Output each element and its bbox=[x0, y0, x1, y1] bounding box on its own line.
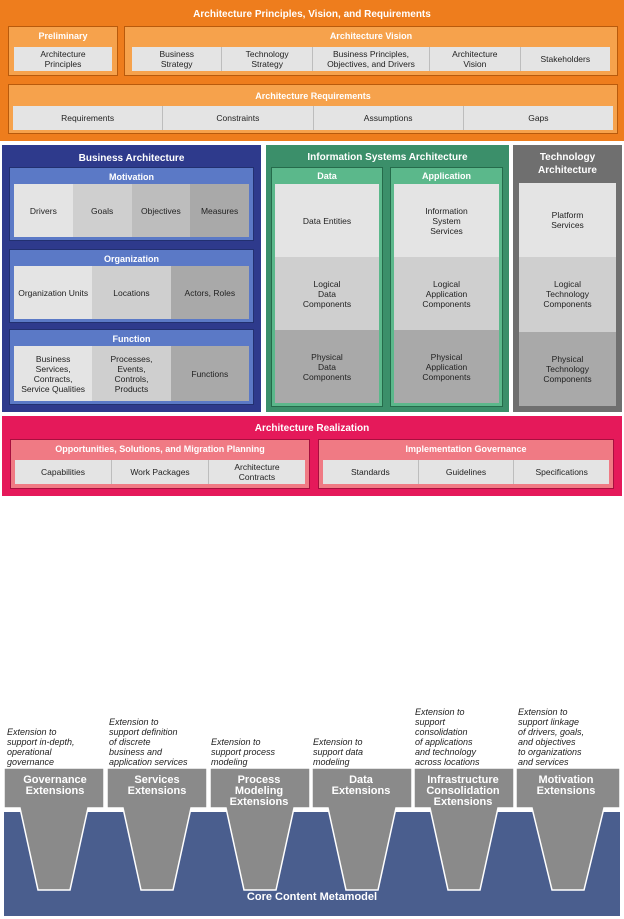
ext-desc-motivation: Extension to support linkage of drivers,… bbox=[518, 707, 585, 767]
logical-data-components: Logical Data Components bbox=[275, 257, 379, 330]
ext-plug-governance bbox=[3, 767, 105, 891]
ext-title-governance: Governance Extensions bbox=[23, 774, 87, 797]
processes-events: Processes, Events, Controls, Products bbox=[92, 346, 171, 401]
ext-title-infrastructure: Infrastructure Consolidation Extensions bbox=[426, 774, 500, 808]
planning-items: Capabilities Work Packages Architecture … bbox=[15, 460, 305, 484]
assumptions: Assumptions bbox=[312, 106, 463, 130]
technology-title: Technology Architecture bbox=[538, 152, 597, 176]
ext-plug-process bbox=[209, 767, 311, 891]
requirements: Requirements bbox=[61, 113, 115, 123]
extensions-diagram: Extension to support in-depth, operation… bbox=[0, 700, 624, 919]
architecture-realization: Architecture Realization Opportunities, … bbox=[2, 416, 622, 496]
governance-box: Implementation Governance Standards Guid… bbox=[318, 439, 614, 489]
technology-items: Platform Services Logical Technology Com… bbox=[519, 183, 616, 406]
function-title: Function bbox=[112, 334, 151, 344]
organization-items: Organization Units Locations Actors, Rol… bbox=[14, 266, 249, 319]
ext-title-process: Process Modeling Extensions bbox=[229, 774, 289, 808]
preliminary-box: Preliminary Architecture Principles bbox=[8, 26, 118, 76]
principles-title: Architecture Principles, Vision, and Req… bbox=[193, 9, 431, 20]
requirements-items: Requirements Constraints Assumptions Gap… bbox=[13, 106, 613, 130]
architecture-principles: Architecture Principles bbox=[14, 47, 112, 71]
ext-plug-motivation bbox=[515, 767, 621, 891]
planning-title: Opportunities, Solutions, and Migration … bbox=[55, 444, 265, 454]
capabilities: Capabilities bbox=[41, 467, 85, 477]
platform-services: Platform Services bbox=[519, 183, 616, 258]
business-strategy: Business Strategy bbox=[159, 49, 194, 69]
data-box: Data Data Entities Logical Data Componen… bbox=[271, 167, 383, 407]
business-services: Business Services, Contracts, Service Qu… bbox=[14, 346, 93, 401]
vision-items: Business Strategy Technology Strategy Bu… bbox=[132, 47, 610, 71]
governance-items: Standards Guidelines Specifications bbox=[323, 460, 609, 484]
data-entities: Data Entities bbox=[275, 184, 379, 257]
planning-box: Opportunities, Solutions, and Migration … bbox=[10, 439, 310, 489]
extensions-graphic bbox=[3, 767, 621, 916]
business-principles: Business Principles, Objectives, and Dri… bbox=[311, 47, 429, 71]
data-items: Data Entities Logical Data Components Ph… bbox=[275, 184, 379, 403]
ext-desc-governance: Extension to support in-depth, operation… bbox=[7, 727, 75, 767]
physical-application-components: Physical Application Components bbox=[394, 330, 499, 403]
guidelines: Guidelines bbox=[417, 460, 514, 484]
actors-roles: Actors, Roles bbox=[170, 266, 249, 319]
function-items: Business Services, Contracts, Service Qu… bbox=[14, 346, 249, 401]
ext-desc-data: Extension to support data modeling bbox=[313, 737, 364, 767]
logical-technology-components: Logical Technology Components bbox=[519, 257, 616, 332]
application-box: Application Information System Services … bbox=[390, 167, 503, 407]
technology-architecture: Technology Architecture Platform Service… bbox=[513, 145, 622, 412]
motivation-box: Motivation Drivers Goals Objectives Meas… bbox=[9, 167, 254, 241]
application-title: Application bbox=[422, 171, 471, 181]
architecture-contracts: Architecture Contracts bbox=[208, 460, 305, 484]
locations: Locations bbox=[92, 266, 171, 319]
ext-plug-infrastructure bbox=[413, 767, 515, 891]
ext-title-data: Data Extensions bbox=[331, 774, 391, 797]
business-title: Business Architecture bbox=[78, 153, 185, 164]
work-packages: Work Packages bbox=[111, 460, 208, 484]
organization-box: Organization Organization Units Location… bbox=[9, 249, 254, 323]
goals: Goals bbox=[72, 184, 132, 237]
stakeholders: Stakeholders bbox=[519, 47, 610, 71]
vision-box: Architecture Vision Business Strategy Te… bbox=[124, 26, 618, 76]
specifications: Specifications bbox=[513, 460, 609, 484]
ext-title-services: Services Extensions bbox=[127, 774, 187, 797]
architecture-vision: Architecture Vision bbox=[429, 47, 519, 71]
core-metamodel-label: Core Content Metamodel bbox=[246, 891, 378, 903]
information-system-services: Information System Services bbox=[394, 184, 499, 257]
is-architecture: Information Systems Architecture Data Da… bbox=[266, 145, 509, 412]
drivers: Drivers bbox=[14, 184, 73, 237]
gaps: Gaps bbox=[462, 106, 613, 130]
vision-title: Architecture Vision bbox=[329, 31, 413, 41]
ext-desc-process: Extension to support process modeling bbox=[211, 737, 276, 767]
core-metamodel-block bbox=[4, 812, 620, 916]
realization-title: Architecture Realization bbox=[254, 423, 370, 434]
ext-desc-services: Extension to support definition of discr… bbox=[109, 717, 188, 767]
measures: Measures bbox=[190, 184, 249, 237]
ext-desc-infrastructure: Extension to support consolidation of ap… bbox=[415, 707, 480, 767]
requirements-box: Architecture Requirements Requirements C… bbox=[8, 84, 618, 134]
motivation-title: Motivation bbox=[109, 172, 154, 182]
functions: Functions bbox=[170, 346, 249, 401]
logical-application-components: Logical Application Components bbox=[394, 257, 499, 330]
technology-strategy: Technology Strategy bbox=[221, 47, 311, 71]
preliminary-title: Preliminary bbox=[38, 31, 88, 41]
is-title: Information Systems Architecture bbox=[307, 152, 468, 163]
objectives: Objectives bbox=[131, 184, 191, 237]
ext-plug-services bbox=[106, 767, 208, 891]
application-items: Information System Services Logical Appl… bbox=[394, 184, 499, 403]
requirements-title: Architecture Requirements bbox=[255, 91, 371, 101]
ext-plug-data bbox=[311, 767, 413, 891]
function-box: Function Business Services, Contracts, S… bbox=[9, 329, 254, 405]
standards: Standards bbox=[350, 467, 390, 477]
governance-title: Implementation Governance bbox=[405, 444, 527, 454]
principles-section: Architecture Principles, Vision, and Req… bbox=[0, 0, 624, 141]
organization-title: Organization bbox=[103, 254, 159, 264]
constraints: Constraints bbox=[162, 106, 312, 130]
motivation-items: Drivers Goals Objectives Measures bbox=[14, 184, 249, 237]
organization-units: Organization Units bbox=[14, 266, 93, 319]
data-title: Data bbox=[317, 171, 337, 181]
physical-data-components: Physical Data Components bbox=[275, 330, 379, 403]
business-architecture: Business Architecture Motivation Drivers… bbox=[2, 145, 261, 412]
ext-title-motivation: Motivation Extensions bbox=[536, 774, 596, 797]
physical-technology-components: Physical Technology Components bbox=[519, 331, 616, 406]
